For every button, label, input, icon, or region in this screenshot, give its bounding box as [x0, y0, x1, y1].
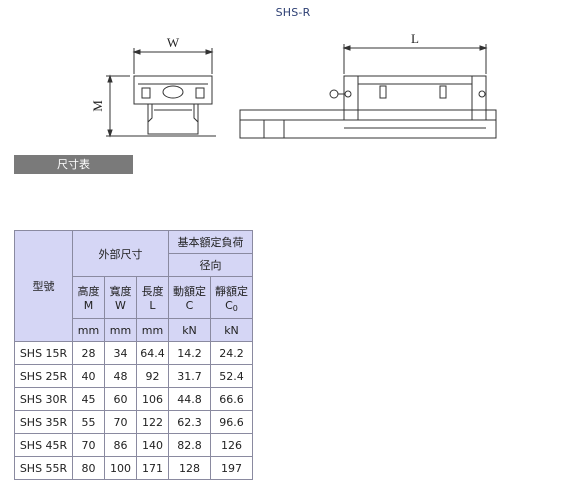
cell-model: SHS 45R: [14, 433, 73, 457]
cell-length: 92: [136, 364, 169, 388]
cell-width: 34: [104, 341, 137, 365]
cell-model: SHS 55R: [14, 456, 73, 480]
cell-dynamic-rating: 62.3: [168, 410, 211, 434]
header-radial: 径向: [168, 253, 253, 277]
cell-height: 55: [72, 410, 105, 434]
cell-length: 171: [136, 456, 169, 480]
cell-length: 122: [136, 410, 169, 434]
cell-width: 100: [104, 456, 137, 480]
header-dynamic-rating-name: 動額定: [173, 285, 206, 298]
cell-dynamic-rating: 82.8: [168, 433, 211, 457]
cell-model: SHS 25R: [14, 364, 73, 388]
cell-height: 40: [72, 364, 105, 388]
unit-row: mm mm mm kN kN: [14, 318, 253, 342]
unit-static-rating: kN: [210, 318, 253, 342]
cell-model: SHS 30R: [14, 387, 73, 411]
cell-length: 64.4: [136, 341, 169, 365]
cell-dynamic-rating: 14.2: [168, 341, 211, 365]
header-outer-dimensions: 外部尺寸: [72, 230, 169, 277]
unit-height: mm: [72, 318, 105, 342]
cell-length: 106: [136, 387, 169, 411]
dim-label-m: M: [90, 100, 105, 112]
cell-model: SHS 35R: [14, 410, 73, 434]
unit-width: mm: [104, 318, 137, 342]
unit-dynamic-rating: kN: [168, 318, 211, 342]
cell-height: 28: [72, 341, 105, 365]
cell-height: 80: [72, 456, 105, 480]
header-height-name: 高度: [77, 285, 100, 298]
cell-dynamic-rating: 31.7: [168, 364, 211, 388]
header-model: 型號: [14, 230, 73, 342]
cell-width: 60: [104, 387, 137, 411]
header-static-rating-subscript: 0: [232, 303, 238, 313]
header-row: 型號 外部尺寸 基本額定負荷: [14, 230, 253, 342]
unit-length: mm: [136, 318, 169, 342]
cell-static-rating: 52.4: [210, 364, 253, 388]
cell-width: 48: [104, 364, 137, 388]
cell-width: 86: [104, 433, 137, 457]
cell-height: 45: [72, 387, 105, 411]
dim-label-l: L: [411, 31, 419, 46]
header-dynamic-rating-symbol: C: [185, 299, 194, 312]
header-static-rating-name: 靜額定: [215, 284, 248, 298]
cell-length: 140: [136, 433, 169, 457]
cell-static-rating: 197: [210, 456, 253, 480]
cell-width: 70: [104, 410, 137, 434]
cell-static-rating: 66.6: [210, 387, 253, 411]
technical-drawing: W M L: [90, 31, 497, 139]
cell-static-rating: 24.2: [210, 341, 253, 365]
header-width-name: 寬度: [109, 285, 132, 298]
cell-model: SHS 15R: [14, 341, 73, 365]
section-title-bar: 尺寸表: [14, 155, 133, 174]
cell-static-rating: 96.6: [210, 410, 253, 434]
header-basic-load-rating: 基本額定負荷: [168, 230, 253, 254]
header-static-rating-symbol: C: [225, 298, 233, 312]
header-length-name: 長度: [141, 285, 164, 298]
header-length-symbol: L: [149, 299, 156, 312]
cell-height: 70: [72, 433, 105, 457]
header-width-symbol: W: [115, 299, 126, 312]
page-title: SHS-R: [275, 6, 311, 19]
dim-label-w: W: [167, 35, 180, 50]
cell-dynamic-rating: 44.8: [168, 387, 211, 411]
cell-static-rating: 126: [210, 433, 253, 457]
cell-dynamic-rating: 128: [168, 456, 211, 480]
header-height-symbol: M: [83, 299, 94, 312]
